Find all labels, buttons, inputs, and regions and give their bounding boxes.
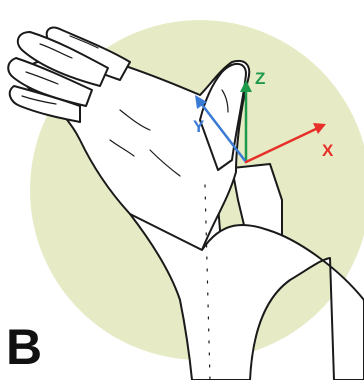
z-axis-label: Z (255, 69, 265, 88)
x-axis-label: X (322, 141, 334, 160)
y-axis-label: Y (193, 117, 205, 136)
panel-label: B (6, 322, 42, 372)
